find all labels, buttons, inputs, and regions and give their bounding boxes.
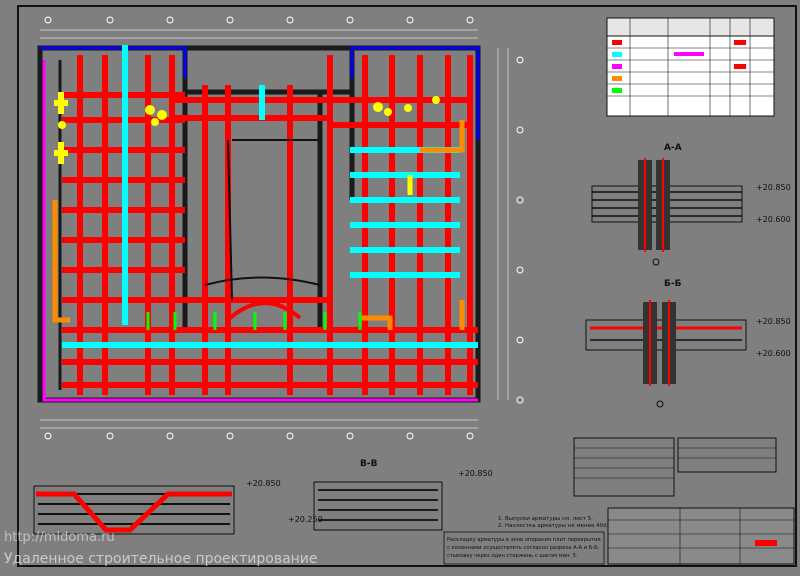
- yellow-marks: [54, 92, 440, 164]
- rebar-orange: [52, 120, 465, 330]
- rebar-green: [146, 312, 362, 330]
- plan-ramp-red: [228, 301, 302, 320]
- plan-edge-magenta: [42, 60, 478, 402]
- note-4: с колоннами осуществлять согласно разрез…: [447, 545, 600, 551]
- vv-elev-bot: +20.250: [288, 515, 323, 524]
- section-left-bottom: +20.850: [33, 479, 281, 535]
- section-aa: А-А +20.850 +20.600: [591, 143, 791, 266]
- note-3: Раскладку арматуры в зоне опирания плит …: [447, 537, 601, 543]
- section-vv-title: В-В: [360, 459, 378, 469]
- aa-elev-top: +20.850: [756, 183, 791, 192]
- notes-box: [443, 531, 605, 565]
- section-aa-title: А-А: [664, 143, 682, 153]
- sheet-frame: [17, 5, 797, 567]
- left-section-elev: +20.850: [246, 479, 281, 488]
- bb-elev-bot: +20.600: [756, 349, 791, 358]
- plan-outline-blue: [40, 46, 480, 140]
- notes: 1. Выпуски арматуры см. лист 5. 2. Нахле…: [443, 516, 609, 565]
- detail-tables: [573, 437, 777, 497]
- vv-elev-top: +20.850: [458, 469, 493, 478]
- aa-elev-bot: +20.600: [756, 215, 791, 224]
- note-5: стыковку через один стержень с шагом мин…: [447, 553, 578, 559]
- note-2: 2. Нахлестка арматуры не менее 40d.: [498, 523, 609, 529]
- watermark-text: Удаленное строительное проектирование: [4, 551, 318, 567]
- title-block: [607, 507, 795, 565]
- bb-elev-top: +20.850: [756, 317, 791, 326]
- floor-plan: [37, 16, 524, 440]
- section-vv: В-В +20.850 +20.250: [288, 459, 493, 531]
- rebar-cyan: [62, 45, 478, 348]
- spec-color-keys: [612, 40, 746, 93]
- dimension-lines: [40, 29, 509, 429]
- axis-bubbles: [44, 16, 524, 440]
- plan-ramp: [204, 139, 321, 301]
- section-bb-title: Б-Б: [664, 279, 682, 289]
- section-bb: Б-Б +20.850 +20.600: [585, 279, 791, 408]
- watermark-url: http://midoma.ru: [4, 530, 115, 545]
- spec-table: [606, 17, 775, 117]
- note-1: 1. Выпуски арматуры см. лист 5.: [498, 516, 593, 522]
